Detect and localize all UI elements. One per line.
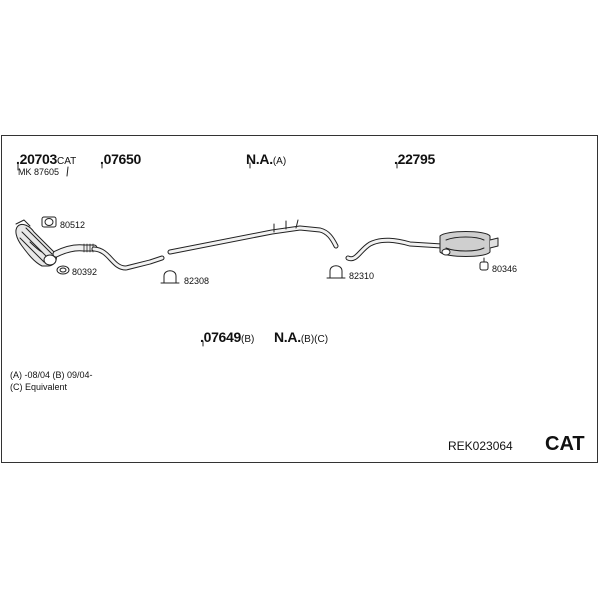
- part-label-5: .07649(B): [200, 330, 254, 345]
- catalyst-manifold-icon: [15, 219, 57, 267]
- rear-silencer-icon: [439, 231, 499, 257]
- callout-82308: 82308: [184, 276, 210, 286]
- reference-code: REK023064: [448, 439, 513, 453]
- legend-note-2: (C) Equivalent: [10, 382, 68, 392]
- part-label-2: .07650: [100, 152, 141, 166]
- part-label-4: .22795: [394, 152, 435, 166]
- part-number: .07649: [200, 329, 242, 345]
- part-suffix: (A): [272, 156, 287, 167]
- diagram-frame: [1, 135, 598, 463]
- rear-pipe-icon: [345, 237, 445, 262]
- part-suffix: (B)(C): [300, 334, 329, 345]
- part-number: N.A.: [274, 329, 301, 345]
- part-number: N.A.: [246, 151, 273, 167]
- clamp-82310-icon: [326, 265, 346, 279]
- type-label: CAT: [545, 433, 585, 455]
- mount-80346-icon: [479, 257, 489, 271]
- gasket-80512-icon: [41, 216, 57, 228]
- part-number: .07650: [100, 151, 142, 167]
- legend-note-1: (A) -08/04 (B) 09/04-: [10, 370, 93, 380]
- front-pipe-icon: [52, 243, 165, 271]
- clamp-82308-icon: [160, 270, 180, 284]
- part-suffix: CAT: [57, 156, 77, 167]
- callout-80392: 80392: [72, 267, 98, 277]
- part-number: .20703: [16, 151, 58, 167]
- gasket-80392-icon: [56, 265, 70, 275]
- leader-lines: [17, 162, 398, 347]
- part-label-3: N.A.(A): [246, 152, 286, 167]
- part-suffix: (B): [241, 334, 255, 345]
- part-label-1: .20703CAT: [16, 152, 76, 167]
- callout-80346: 80346: [492, 264, 518, 274]
- part-sublabel-1: MK 87605: [18, 167, 60, 177]
- callout-82310: 82310: [349, 271, 375, 281]
- middle-pipe-icon: [167, 219, 339, 255]
- callout-80512: 80512: [60, 220, 86, 230]
- part-label-6: N.A.(B)(C): [274, 330, 328, 345]
- part-number: .22795: [394, 151, 436, 167]
